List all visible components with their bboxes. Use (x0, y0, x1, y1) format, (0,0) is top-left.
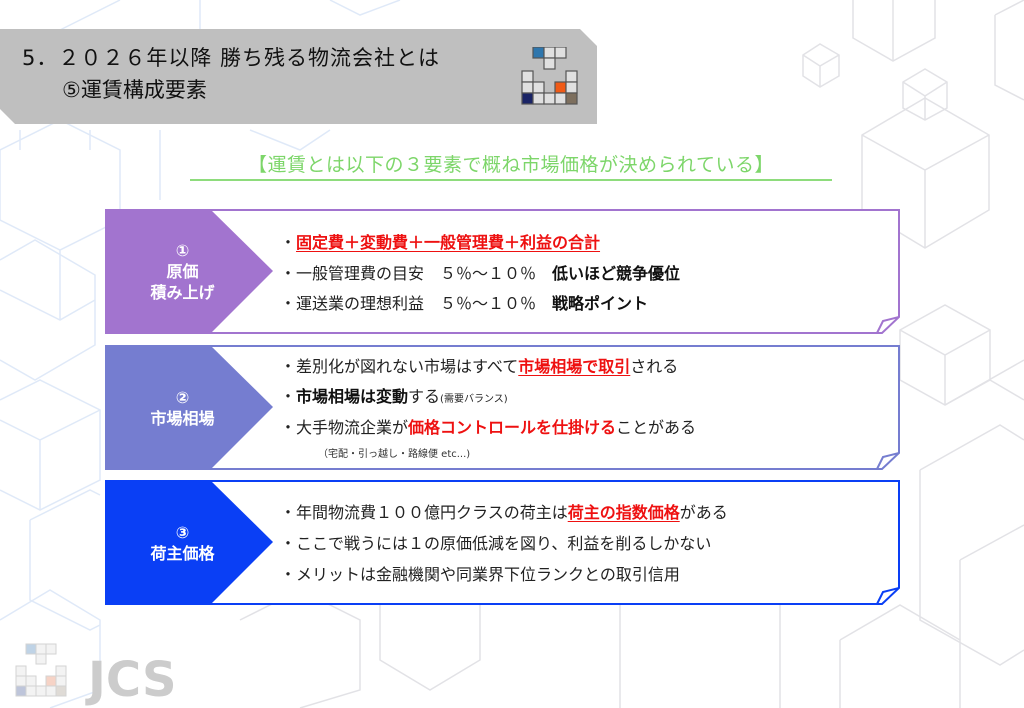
list-item: ・市場相場は変動する(需要バランス) (280, 387, 508, 406)
list-item: ・ここで戦うには１の原価低減を図り、利益を削るしかない (280, 534, 712, 553)
header-banner (0, 29, 597, 124)
box-number: ③ (175, 522, 190, 542)
page-subtitle: ⑤運賃構成要素 (62, 78, 207, 102)
box-frame (105, 209, 900, 334)
box-label-line1: 荷主価格 (150, 543, 215, 563)
section-heading: 【運賃とは以下の３要素で概ね市場価格が決められている】 (190, 150, 832, 181)
box-label-line1: 原価 (166, 262, 199, 281)
box-label-line2: 積み上げ (150, 283, 215, 302)
box-label-line1: 市場相場 (150, 408, 215, 428)
list-item: ・一般管理費の目安 ５％～１０％ 低いほど競争優位 (280, 264, 681, 283)
box-number: ① (175, 241, 190, 260)
list-item: ・固定費＋変動費＋一般管理費＋利益の合計 (280, 233, 601, 252)
watermark-text: JCS (85, 652, 177, 706)
fare-element-cost-buildup: ① 原価 積み上げ ・固定費＋変動費＋一般管理費＋利益の合計 ・一般管理費の目安… (105, 209, 900, 334)
fare-element-shipper-price: ③ 荷主価格 ・年間物流費１００億円クラスの荷主は荷主の指数価格がある ・ここで… (105, 480, 900, 605)
list-item: ・メリットは金融機関や同業界下位ランクとの取引信用 (280, 565, 680, 584)
list-item: ・大手物流企業が価格コントロールを仕掛けることがある (280, 418, 697, 437)
page-title: 5．２０２６年以降 勝ち残る物流会社とは (22, 46, 441, 70)
jcs-watermark-logo: JCS (15, 643, 177, 706)
box-frame (105, 345, 900, 470)
box-number: ② (175, 387, 190, 407)
fare-element-market-rate: ② 市場相場 ・差別化が図れない市場はすべて市場相場で取引される ・市場相場は変… (105, 345, 900, 470)
list-item: ・年間物流費１００億円クラスの荷主は荷主の指数価格がある (280, 503, 728, 522)
list-item-note: （宅配・引っ越し・路線便 etc...) (318, 449, 471, 460)
box-frame (105, 480, 900, 605)
company-logo-grid-icon (521, 47, 578, 105)
list-item: ・運送業の理想利益 ５％～１０％ 戦略ポイント (280, 294, 649, 313)
list-item: ・差別化が図れない市場はすべて市場相場で取引される (280, 357, 679, 376)
